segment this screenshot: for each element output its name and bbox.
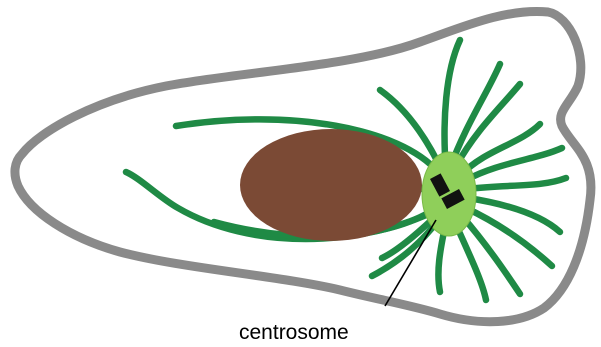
nucleus — [240, 129, 422, 241]
centrosome-label: centrosome — [239, 321, 349, 344]
centrosome-region — [422, 152, 476, 236]
